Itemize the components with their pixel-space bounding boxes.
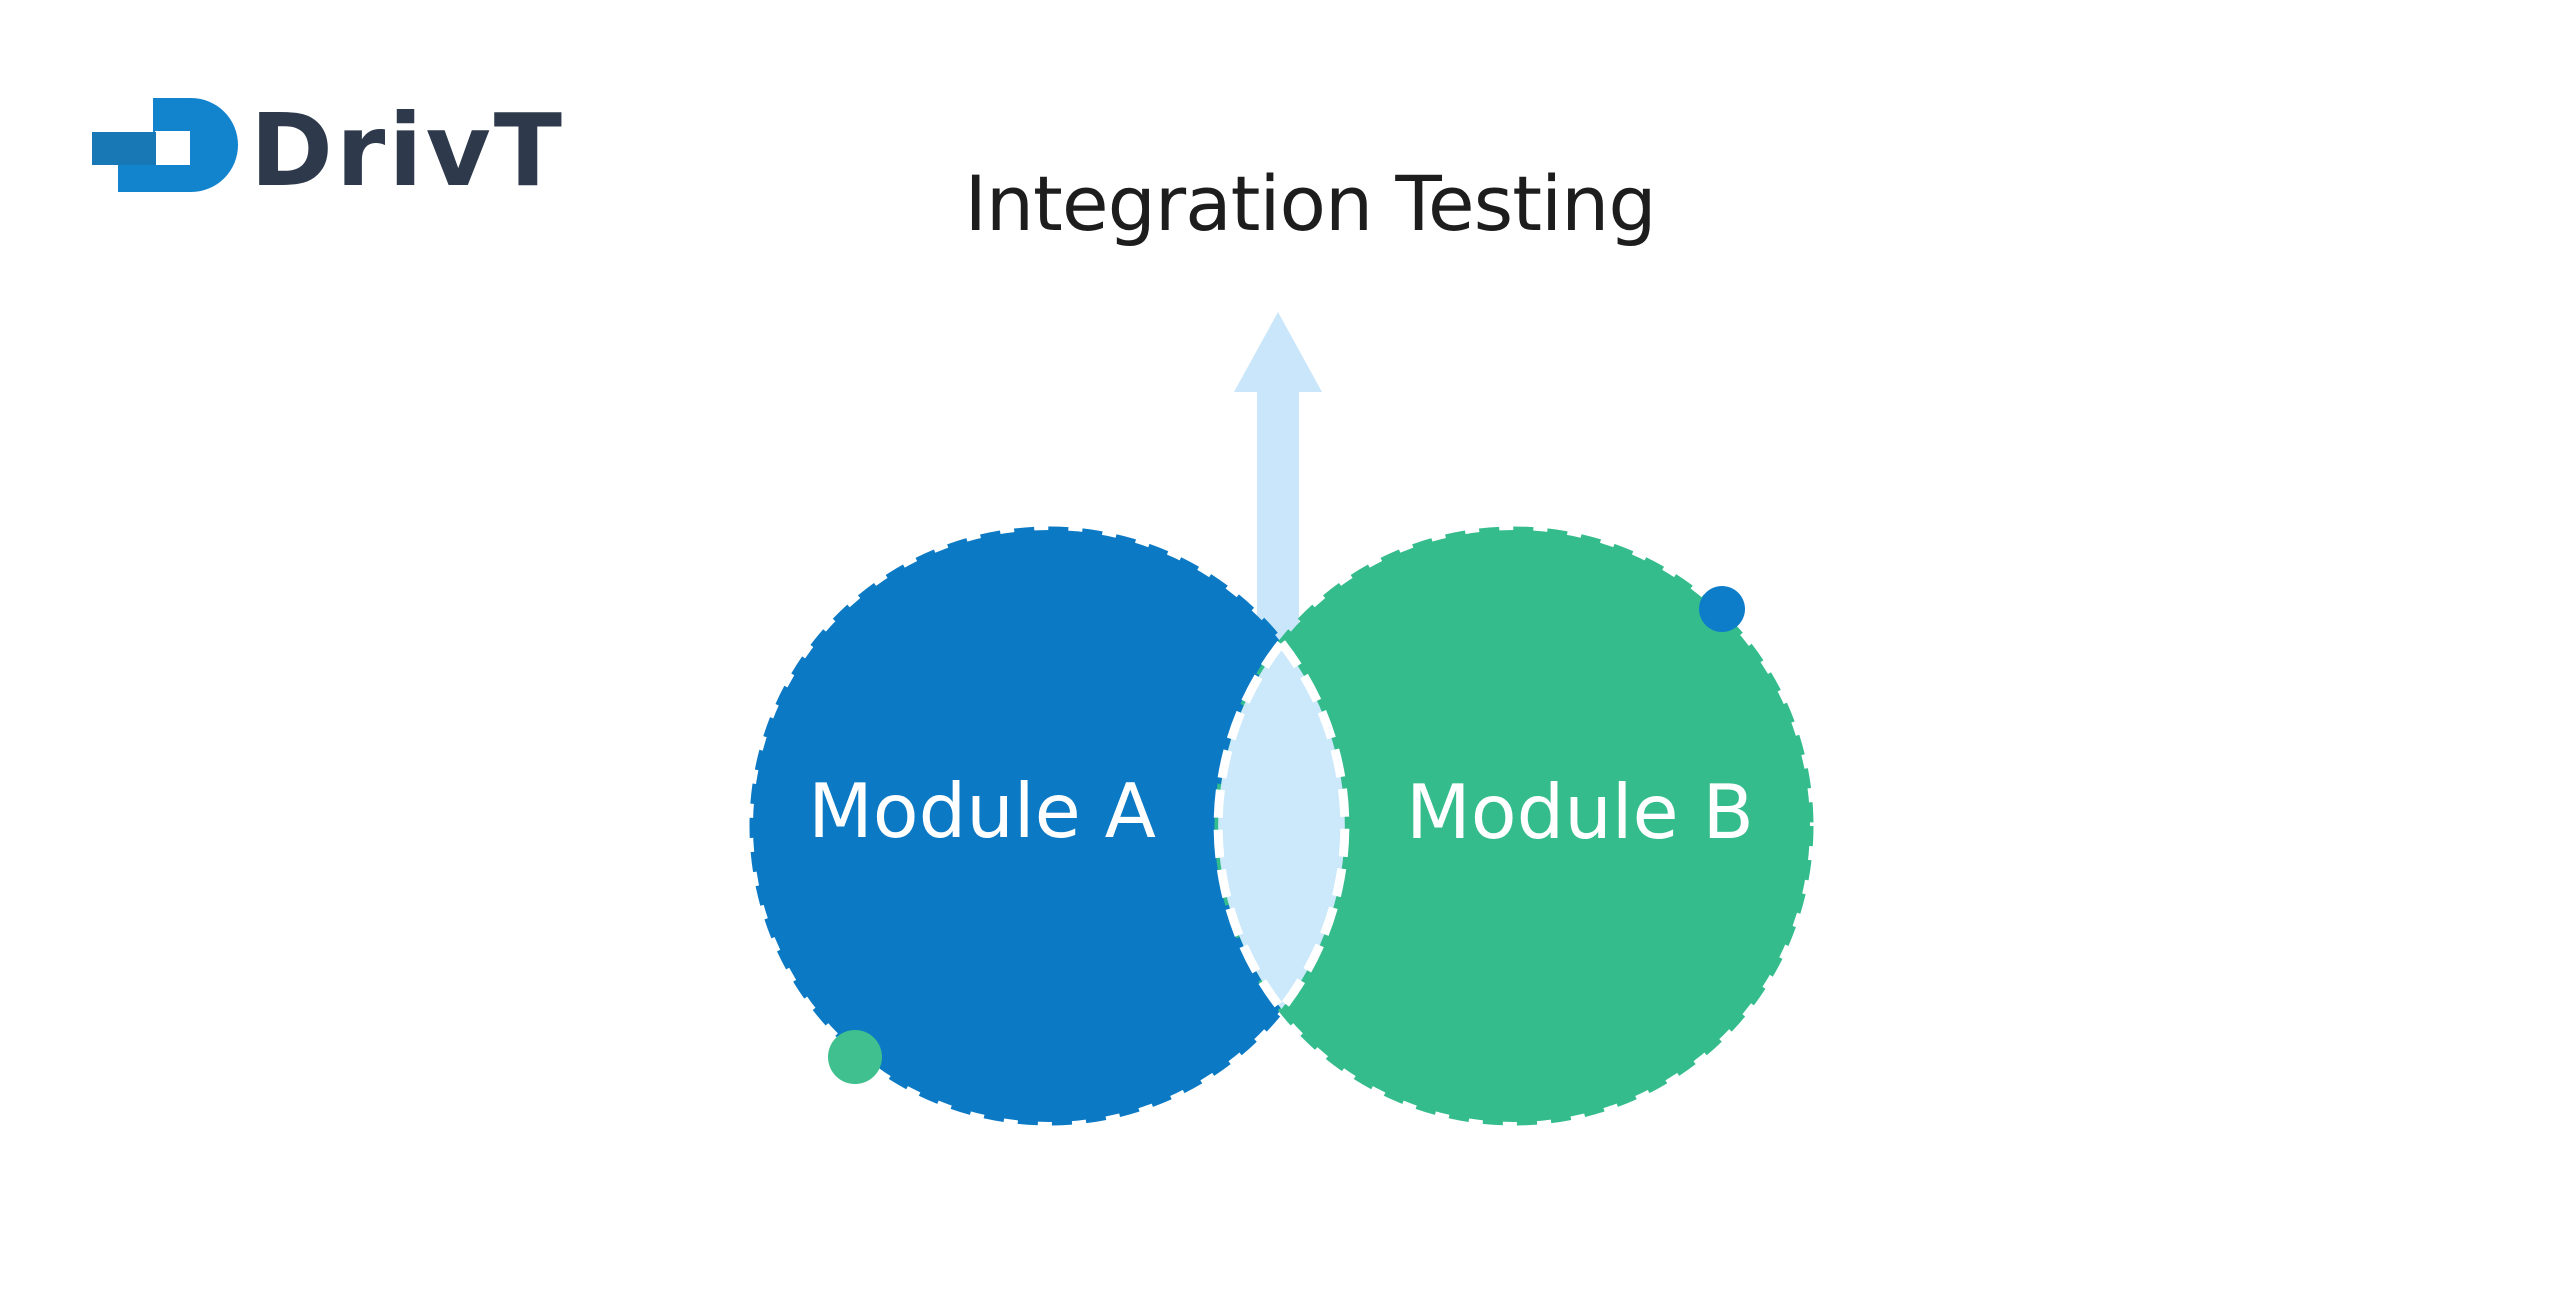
page-title: Integration Testing bbox=[964, 159, 1655, 248]
module-a-circle bbox=[753, 530, 1345, 1122]
drivt-logo: DrivT bbox=[92, 92, 565, 209]
logo-bar-icon bbox=[92, 132, 156, 165]
module-a-label: Module A bbox=[808, 767, 1156, 855]
brand-text: DrivT bbox=[250, 92, 565, 209]
module-b-label: Module B bbox=[1406, 768, 1754, 856]
up-arrow-icon bbox=[1234, 312, 1322, 655]
module-b-circle-dashed-edge bbox=[1214, 526, 1814, 1126]
module-b-circle bbox=[1218, 530, 1810, 1122]
green-accent-dot bbox=[828, 1030, 882, 1084]
intersection-lens bbox=[1218, 643, 1345, 1009]
blue-accent-dot bbox=[1699, 586, 1745, 632]
intersection-lens-dashed-edge bbox=[1213, 635, 1350, 1017]
logo-notch-square bbox=[155, 131, 190, 165]
